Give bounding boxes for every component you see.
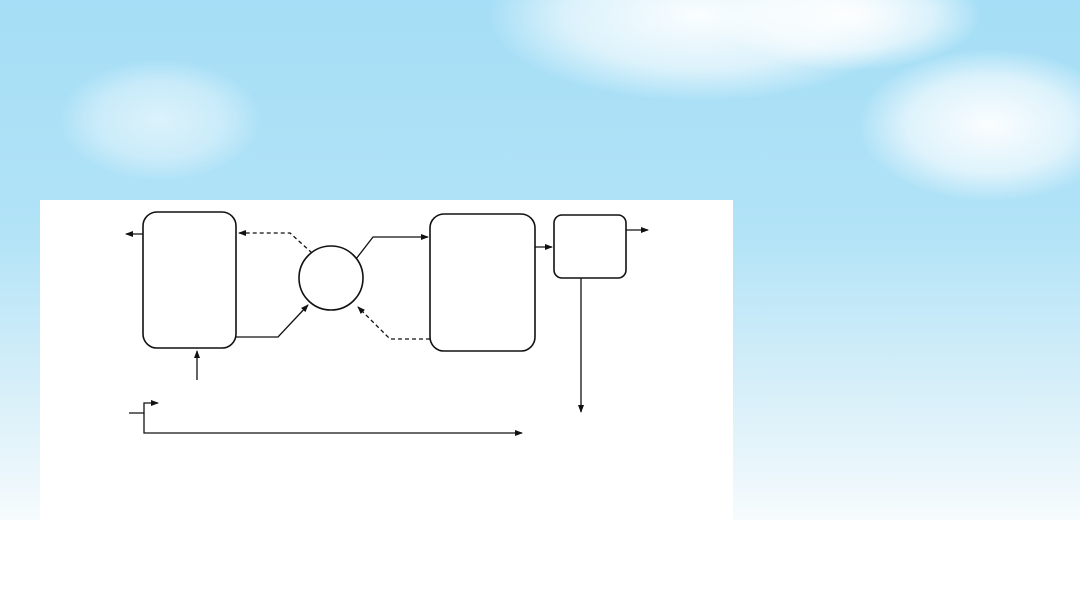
regenerator-tower <box>429 213 536 352</box>
heat-exchanger <box>298 245 364 311</box>
cloud <box>860 50 1080 200</box>
co2-storage-tank <box>553 214 627 279</box>
absorber-tower <box>142 211 237 349</box>
figure-jia-flow-diagram <box>40 200 733 520</box>
bottom-area <box>0 520 1080 612</box>
cloud <box>60 60 260 180</box>
